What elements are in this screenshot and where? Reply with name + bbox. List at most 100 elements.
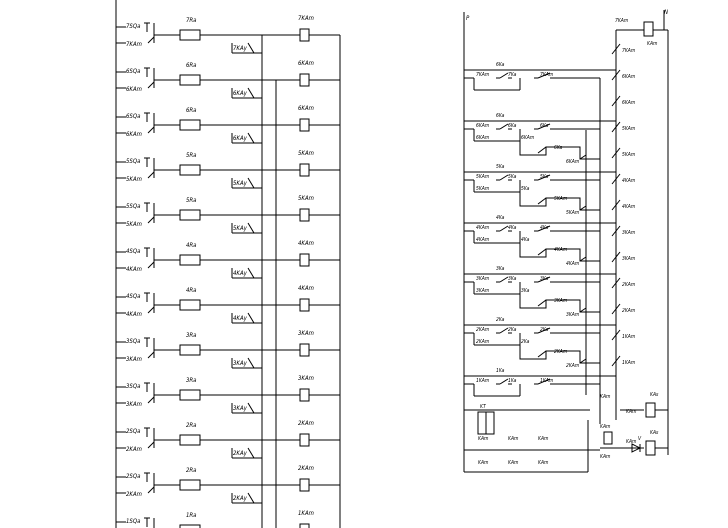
push-button-icon — [144, 292, 150, 302]
button-label: 5SQa — [126, 203, 140, 210]
contact — [611, 251, 621, 263]
contact — [611, 121, 621, 133]
contact-label: 4KAm — [476, 225, 490, 231]
contact — [147, 171, 155, 179]
rail-contact-9: 3KAm — [611, 251, 636, 263]
resistor-label: 1Ra — [186, 512, 197, 519]
contact-label: KAm — [478, 436, 489, 442]
contact — [147, 351, 155, 359]
contact-label: 4KAm — [622, 178, 636, 184]
push-button-icon — [144, 247, 150, 257]
resistor — [179, 299, 201, 311]
contact — [579, 307, 587, 313]
rung-label: 2Ka — [496, 317, 505, 323]
coil-label: 7KAm — [298, 15, 314, 22]
contact — [147, 81, 155, 89]
button-label: 5SQa — [126, 158, 140, 165]
relay-contact-label: 3KAy — [233, 405, 248, 412]
contact — [579, 154, 587, 160]
rung-label: 4Ka — [496, 215, 505, 221]
contact-label: 2Ka — [521, 339, 530, 345]
contact — [247, 132, 255, 144]
coil-label: 2KAm — [298, 420, 314, 427]
contact-label: 6KAm — [476, 123, 490, 129]
contact-label: 3Ka — [508, 276, 517, 282]
contact — [611, 329, 621, 341]
relay-contact-label: 6KAy — [233, 90, 248, 97]
contact — [537, 276, 551, 283]
contact — [247, 87, 255, 99]
contact-label: 6KAm — [622, 100, 636, 106]
contact-label: 7KAm — [540, 72, 554, 78]
rail-contact-3: 6KAm — [611, 95, 636, 107]
rung-label: 3Ka — [496, 266, 505, 272]
contact — [537, 123, 551, 130]
contact-label: 4KAm — [126, 266, 142, 273]
button-label: 2SQa — [126, 473, 140, 480]
contact-label: 4KAm — [126, 311, 142, 318]
relay-coil — [299, 433, 310, 447]
push-button-icon — [144, 22, 150, 32]
contact-label: 5KAm — [622, 126, 636, 132]
contact-label: 3KAm — [554, 298, 568, 304]
coil-label: KAs — [650, 430, 659, 436]
contact-label: 1KAm — [540, 378, 554, 384]
contact — [247, 402, 255, 414]
contact-label: 6KAm — [126, 86, 142, 93]
contact-label: 3Ka — [521, 288, 530, 294]
terminal-p-label: P — [466, 15, 470, 22]
relay-coil — [299, 298, 310, 312]
relay-coil — [299, 253, 310, 267]
resistor — [179, 209, 201, 221]
contact — [499, 225, 509, 232]
rail-contact-12: 1KAm — [611, 329, 636, 341]
coil-label: KAm — [647, 41, 658, 47]
push-button-icon — [144, 157, 150, 167]
relay-contact-label: 6KAy — [233, 135, 248, 142]
contact-label: KAm — [600, 424, 611, 430]
contact-label: 3KAm — [476, 276, 490, 282]
button-label: 4SQa — [126, 248, 140, 255]
rail-contact-4: 5KAm — [611, 121, 636, 133]
resistor-label: 6Ra — [186, 107, 197, 114]
contact-label: 1KAm — [622, 360, 636, 366]
resistor — [179, 479, 201, 491]
contact-label: 3KAm — [126, 401, 142, 408]
contact-label: 2KAm — [622, 308, 636, 314]
rail-contact-6: 4KAm — [611, 173, 636, 185]
timer-label: KT — [480, 404, 487, 410]
resistor-label: 2Ra — [186, 422, 197, 429]
button-label: 7SQa — [126, 23, 140, 30]
push-button-icon — [144, 337, 150, 347]
contact-label: KAm — [626, 439, 637, 445]
contact-label: 3KAm — [126, 356, 142, 363]
contact — [579, 256, 587, 262]
contact-label: 3KAm — [622, 230, 636, 236]
resistor — [179, 164, 201, 176]
contact — [579, 205, 587, 211]
contact — [247, 42, 255, 54]
contact — [499, 72, 509, 79]
relay-coil — [299, 208, 310, 222]
coil-label: 3KAm — [298, 375, 314, 382]
contact — [499, 327, 509, 334]
relay-coil — [603, 431, 613, 445]
contact-label: KAm — [600, 454, 611, 460]
contact — [147, 441, 155, 449]
push-button-icon — [144, 427, 150, 437]
contact — [611, 199, 621, 211]
coil-label: 3KAm — [298, 330, 314, 337]
contact-label: KAm — [478, 460, 489, 466]
coil-label: 1KAm — [298, 510, 314, 517]
contact — [147, 486, 155, 494]
resistor-label: 7Ra — [186, 17, 197, 24]
resistor — [179, 344, 201, 356]
contact-label: 2Ka — [508, 327, 517, 333]
